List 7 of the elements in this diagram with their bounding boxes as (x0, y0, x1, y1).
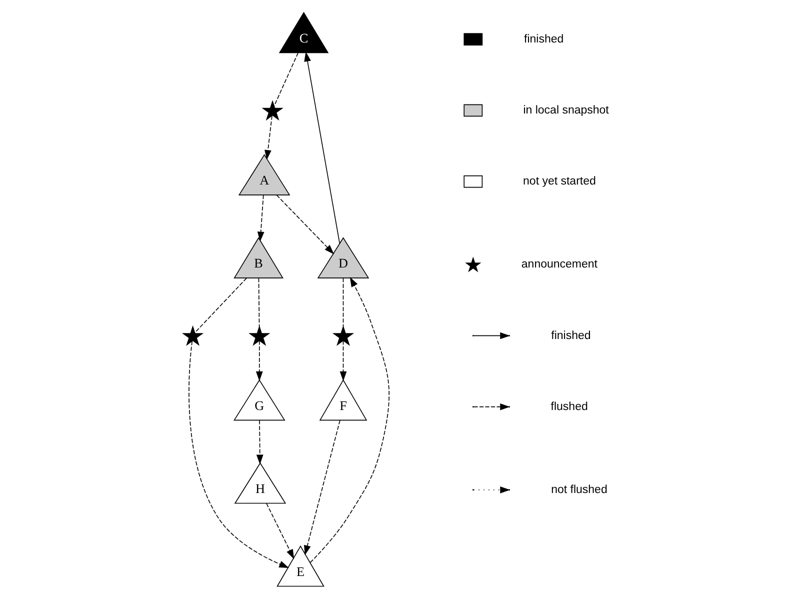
legend-label: not yet started (522, 176, 596, 188)
legend-label: not flushed (550, 484, 607, 496)
legend-label: flushed (550, 400, 588, 413)
legend-label: in local snapshot (522, 104, 608, 116)
legend-label: finished (524, 33, 564, 46)
legend-label: announcement (520, 258, 598, 271)
legend-label: finished (550, 330, 590, 342)
